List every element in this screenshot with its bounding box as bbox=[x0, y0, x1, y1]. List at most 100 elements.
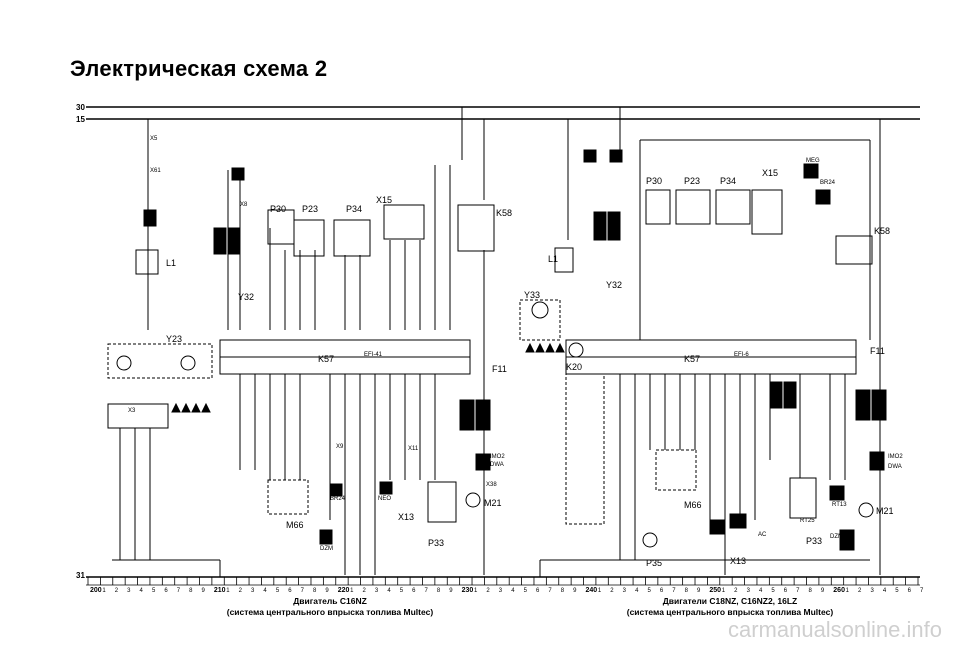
ruler-label: 2 bbox=[486, 588, 490, 594]
ruler-label: 9 bbox=[573, 588, 577, 594]
label-left-M66: M66 bbox=[286, 520, 304, 530]
ruler-label: 240 bbox=[586, 587, 598, 594]
ruler-label: 6 bbox=[412, 588, 416, 594]
bus-label-15: 15 bbox=[76, 115, 85, 124]
ruler-label: 5 bbox=[524, 588, 528, 594]
ruler-ticks bbox=[87, 577, 919, 585]
ruler-label: 1 bbox=[350, 588, 354, 594]
ruler-label: 6 bbox=[536, 588, 540, 594]
ruler-label: 8 bbox=[685, 588, 689, 594]
left-caption-title: Двигатель C16NZ bbox=[293, 596, 367, 606]
label-right-M66: M66 bbox=[684, 500, 702, 510]
label-right-L1: L1 bbox=[548, 254, 558, 264]
tag-left-dzm: DZM bbox=[320, 546, 333, 552]
bus-label-31: 31 bbox=[76, 571, 85, 580]
ruler-label: 1 bbox=[102, 588, 106, 594]
ruler-label: 230 bbox=[462, 587, 474, 594]
tag-left-efi: EFI-41 bbox=[364, 352, 383, 358]
ruler-label: 1 bbox=[226, 588, 230, 594]
ruler-label: 1 bbox=[846, 588, 850, 594]
tag-left-br24: BR24 bbox=[330, 496, 346, 502]
tag-right-br24: BR24 bbox=[820, 180, 836, 186]
ruler-label: 250 bbox=[709, 587, 721, 594]
label-left-Y23: Y23 bbox=[166, 334, 182, 344]
ruler-label: 9 bbox=[201, 588, 205, 594]
ruler-label: 3 bbox=[251, 588, 255, 594]
tag-left-x3: X3 bbox=[128, 408, 136, 414]
ruler-label: 5 bbox=[771, 588, 775, 594]
ruler-label: 4 bbox=[140, 588, 144, 594]
ruler-label: 7 bbox=[301, 588, 305, 594]
ruler-label: 6 bbox=[164, 588, 168, 594]
ruler-label: 2 bbox=[734, 588, 738, 594]
ruler-label: 5 bbox=[895, 588, 899, 594]
tag-left-imo2: IMO2 bbox=[490, 454, 505, 460]
label-right-K57: K57 bbox=[684, 354, 700, 364]
ruler-label: 260 bbox=[833, 587, 845, 594]
bus-label-30: 30 bbox=[76, 103, 85, 112]
ruler-label: 3 bbox=[499, 588, 503, 594]
tag-right-rt25: RT25 bbox=[800, 518, 815, 524]
ruler-label: 7 bbox=[796, 588, 800, 594]
ruler-label: 7 bbox=[920, 588, 924, 594]
label-right-P34: P34 bbox=[720, 176, 736, 186]
tag-right-imo2: IMO2 bbox=[888, 454, 903, 460]
tag-right-dzm: DZM bbox=[830, 534, 843, 540]
label-left-P33: P33 bbox=[428, 538, 444, 548]
label-left-Y32: Y32 bbox=[238, 292, 254, 302]
ruler-label: 6 bbox=[660, 588, 664, 594]
ruler-label: 1 bbox=[474, 588, 478, 594]
tag-right-meg: MEG bbox=[806, 158, 820, 164]
ruler-label: 8 bbox=[437, 588, 441, 594]
page-title: Электрическая схема 2 bbox=[70, 56, 328, 81]
label-right-K58: K58 bbox=[874, 226, 890, 236]
tag-left-neo: NEO bbox=[378, 496, 391, 502]
label-right-Y32: Y32 bbox=[606, 280, 622, 290]
left-caption: Двигатель C16NZ (система центрального вп… bbox=[120, 596, 540, 618]
label-left-L1: L1 bbox=[166, 258, 176, 268]
label-left-P34: P34 bbox=[346, 204, 362, 214]
ruler-label: 4 bbox=[387, 588, 391, 594]
ruler-label: 6 bbox=[908, 588, 912, 594]
left-section-drawing bbox=[107, 107, 495, 577]
label-left-X15: X15 bbox=[376, 195, 392, 205]
tag-left-x38: X38 bbox=[486, 482, 497, 488]
tag-right-ms: MS bbox=[820, 200, 829, 206]
ruler-label: 2 bbox=[610, 588, 614, 594]
tag-left-x8: X8 bbox=[240, 202, 248, 208]
ruler-label: 9 bbox=[821, 588, 825, 594]
tag-left-x61: X61 bbox=[150, 168, 161, 174]
label-left-X13: X13 bbox=[398, 512, 414, 522]
ruler-label: 8 bbox=[561, 588, 565, 594]
ruler-label: 7 bbox=[177, 588, 181, 594]
ruler-label: 6 bbox=[288, 588, 292, 594]
label-left-K58: K58 bbox=[496, 208, 512, 218]
watermark-text: carmanualsonline.info bbox=[727, 617, 942, 642]
ruler-label: 9 bbox=[697, 588, 701, 594]
tag-left-x11: X11 bbox=[408, 446, 419, 452]
component-labels: L1 Y23 Y32 P30 P23 P34 X15 K58 K57 F11 M… bbox=[128, 136, 903, 568]
tag-right-dwa: DWA bbox=[888, 464, 902, 470]
label-right-P35: P35 bbox=[646, 558, 662, 568]
ruler-label: 5 bbox=[276, 588, 280, 594]
ruler-label: 7 bbox=[672, 588, 676, 594]
ruler-label: 5 bbox=[152, 588, 156, 594]
ruler-label: 220 bbox=[338, 587, 350, 594]
tag-left-dwa: DWA bbox=[490, 462, 504, 468]
ruler-label: 8 bbox=[809, 588, 813, 594]
tag-right-pn: P/N bbox=[710, 530, 720, 536]
label-left-F11: F11 bbox=[492, 364, 507, 374]
right-caption-title: Двигатели C18NZ, C16NZ2, 16LZ bbox=[662, 596, 798, 606]
ruler-label: 200 bbox=[90, 587, 102, 594]
ruler-label: 2 bbox=[363, 588, 367, 594]
ruler-label: 3 bbox=[870, 588, 874, 594]
tag-right-rt13: RT13 bbox=[832, 502, 847, 508]
ruler-label: 4 bbox=[511, 588, 515, 594]
left-caption-subtitle: (система центрального впрыска топлива Mu… bbox=[226, 607, 434, 617]
tag-right-ac: AC bbox=[758, 532, 767, 538]
ruler-label: 7 bbox=[548, 588, 552, 594]
ruler-label: 5 bbox=[647, 588, 651, 594]
ruler-label: 4 bbox=[883, 588, 887, 594]
